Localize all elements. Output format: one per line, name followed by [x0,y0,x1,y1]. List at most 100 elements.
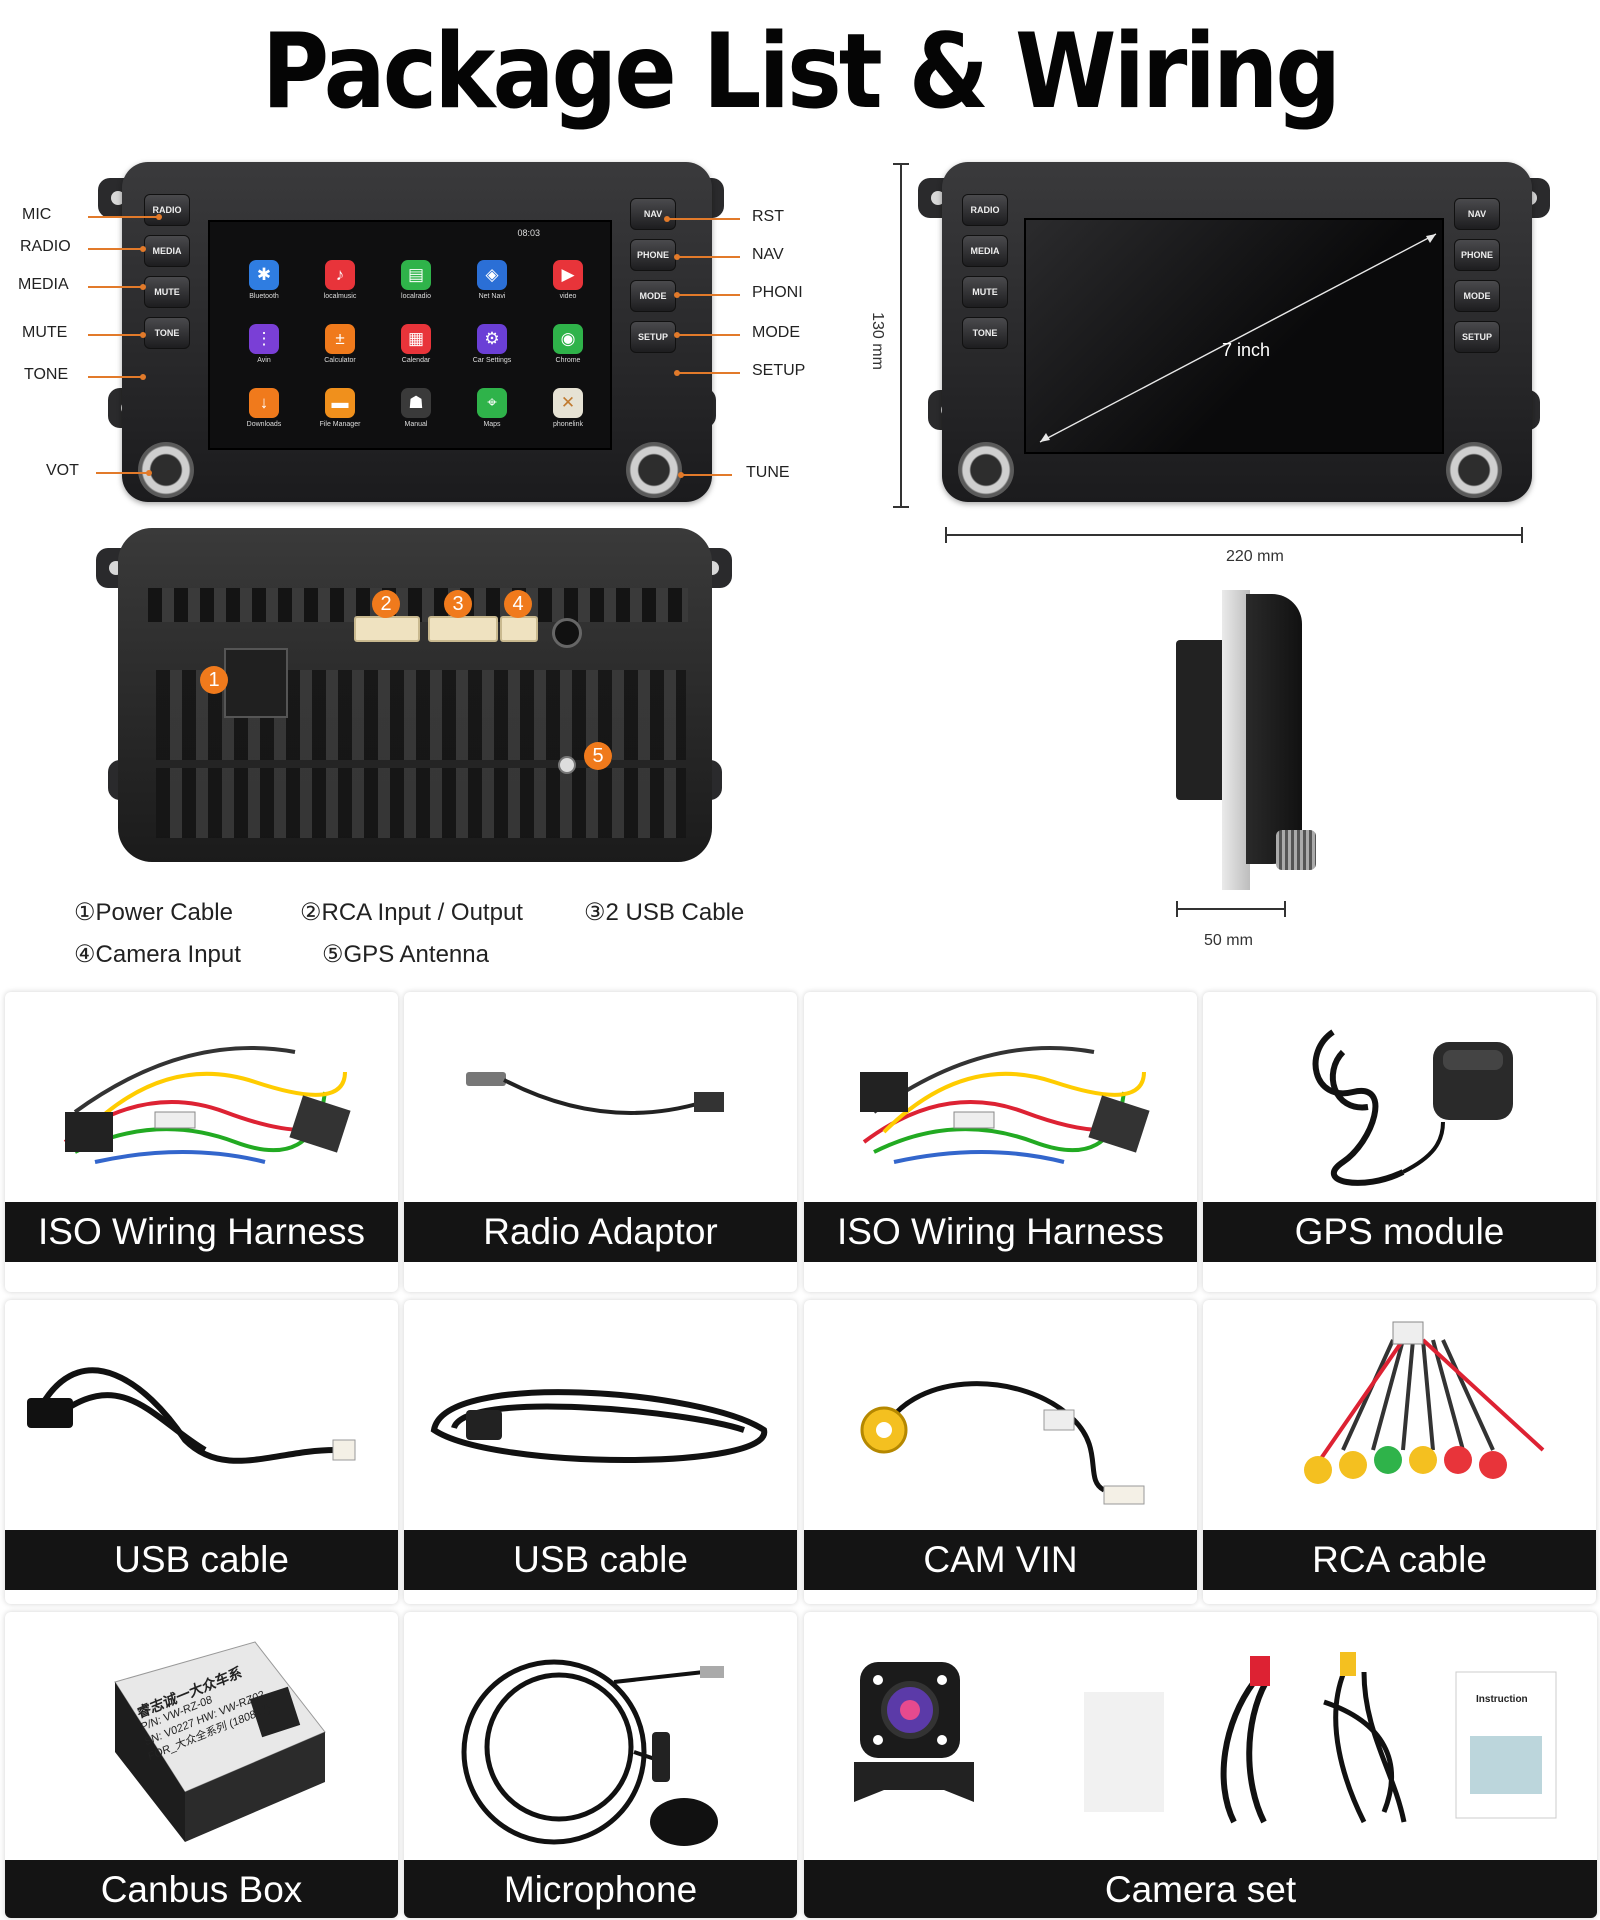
tune-knob[interactable] [626,442,682,498]
radio-adaptor-image [404,992,797,1202]
badge-rca: 2 [372,590,400,618]
video-icon: ▶ [553,260,583,290]
app-calculator[interactable]: ± Calculator [308,324,372,364]
hw-button-radio[interactable]: RADIO [144,194,190,226]
badge-power: 1 [200,666,228,694]
callout-line [674,332,740,338]
app-avin[interactable]: ⋮ Avin [232,324,296,364]
avin-icon: ⋮ [249,324,279,354]
hw-button-nav: NAV [1454,198,1500,230]
app-manual[interactable]: ☗Manual [384,388,448,428]
hw-button-mode[interactable]: MODE [630,280,676,312]
hw-button-radio: RADIO [962,194,1008,226]
width-label: 220 mm [1226,548,1284,565]
hw-button-phone[interactable]: PHONE [630,239,676,271]
calculator-icon: ± [325,324,355,354]
usb-cable-image [404,1300,797,1530]
callout-phoni: PHONI [752,284,803,301]
front-head-unit: 08:03 ✱Bluetooth♪localmusic▤localradio◈N… [0,150,820,510]
page-title: Package List & Wiring [261,11,1342,132]
app-maps[interactable]: ⌖Maps [460,388,524,428]
width-dim-tick [945,527,947,543]
app-file-manager[interactable]: ▬ File Manager [308,388,372,428]
height-dim-tick [893,163,909,165]
callout-mode: MODE [752,324,800,341]
heat-sink-slots [156,768,686,838]
callout-line [96,470,152,476]
app-calendar[interactable]: ▦Calendar [384,324,448,364]
localradio-icon: ▤ [401,260,431,290]
package-item-cam-vin: CAM VIN [804,1300,1197,1604]
volume-knob [958,442,1014,498]
callout-line [678,472,732,478]
callout-line [674,254,740,260]
app-chrome[interactable]: ◉Chrome [536,324,600,364]
maps-icon: ⌖ [477,388,507,418]
bluetooth-icon: ✱ [249,260,279,290]
package-item-usb-cable: USB cable [5,1300,398,1604]
status-bar: 08:03 [210,222,610,244]
touch-screen[interactable]: 08:03 ✱Bluetooth ♪localmusic ▤ localradio ◈N… [208,220,612,450]
package-item-iso-wiring-harness: ISO Wiring Harness [5,992,398,1292]
package-item-usb-cable: USB cable [404,1300,797,1604]
hw-button-nav[interactable]: NAV [630,198,676,230]
callout-line [674,292,740,298]
app-label: localradio [401,293,431,300]
height-dim-line [900,163,902,508]
app-label: Calculator [324,357,356,364]
app-phonelink[interactable]: ✕phonelink [536,388,600,428]
instruction-label: Instruction [1476,1694,1528,1705]
package-item-caption: Canbus Box [5,1860,398,1918]
package-item-caption: CAM VIN [804,1530,1197,1590]
hw-button-media[interactable]: MEDIA [144,235,190,267]
hw-button-tone[interactable]: TONE [144,317,190,349]
car-settings-icon: ⚙ [477,324,507,354]
legend-rca: ②RCA Input / Output [300,899,523,926]
app-label: Calendar [401,357,431,364]
localmusic-icon: ♪ [325,260,355,290]
callout-mute: MUTE [22,324,68,341]
badge-gps: 5 [584,742,612,770]
net-navi-icon: ◈ [477,260,507,290]
hw-button-setup[interactable]: SETUP [630,321,676,353]
callout-line [674,370,740,376]
hw-button-mute[interactable]: MUTE [144,276,190,308]
app-label: Avin [257,357,271,364]
callout-line [88,246,146,252]
hw-button-phone: PHONE [1454,239,1500,271]
package-item-caption: USB cable [404,1530,797,1590]
cam-vin-image [804,1300,1197,1530]
file-manager-icon: ▬ [325,388,355,418]
package-item-caption: RCA cable [1203,1530,1596,1590]
package-item-canbus-box: 睿志诚一大众车系 P/N: VW-RZ-08 SN: V0227 HW: VW-… [5,1612,398,1918]
callout-media: MEDIA [18,276,69,293]
height-dim-tick [893,506,909,508]
app-downloads[interactable]: ↓Downloads [232,388,296,428]
manual-icon: ☗ [401,388,431,418]
app-car-settings[interactable]: ⚙Car Settings [460,324,524,364]
depth-dim-line [1176,908,1286,910]
iso-wiring-harness-image [804,992,1197,1202]
package-item-caption: GPS module [1203,1202,1596,1262]
gps-module-image [1203,992,1596,1202]
callout-nav: NAV [752,246,784,263]
rca-cable-image [1203,1300,1596,1530]
app-net-navi[interactable]: ◈Net Navi [460,260,524,300]
app-label: File Manager [319,421,361,428]
callout-line [664,216,740,222]
app-localradio[interactable]: ▤ localradio [384,260,448,300]
app-video[interactable]: ▶ video [536,260,600,300]
callout-tune: TUNE [746,464,790,481]
app-label: video [559,293,577,300]
usb-cable-image [5,1300,398,1530]
hw-button-tone: TONE [962,317,1008,349]
screen-size-label: 7 inch [1222,340,1271,360]
app-bluetooth[interactable]: ✱Bluetooth [232,260,296,300]
package-item-microphone: Microphone [404,1612,797,1918]
canbus-box-image: 睿志诚一大众车系 P/N: VW-RZ-08 SN: V0227 HW: VW-… [5,1612,398,1860]
side-view-unit [1176,590,1316,890]
app-localmusic[interactable]: ♪localmusic [308,260,372,300]
package-item-caption: ISO Wiring Harness [804,1202,1197,1262]
